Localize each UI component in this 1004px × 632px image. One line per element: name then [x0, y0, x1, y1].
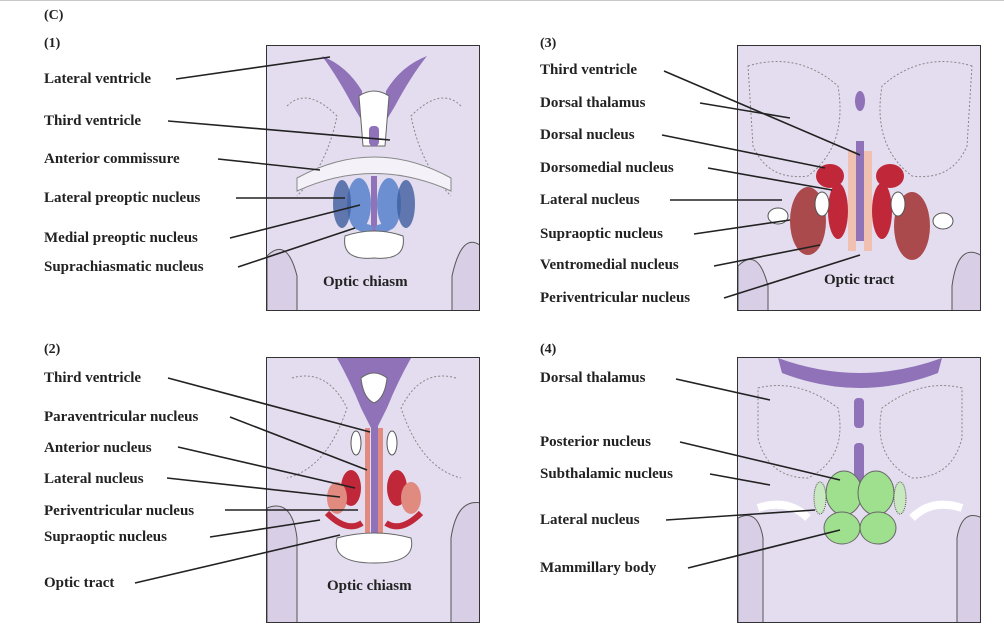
- p3-dorsomedial-label: Dorsomedial nucleus: [540, 160, 674, 176]
- panel-2-diagram: Optic chiasm: [266, 357, 480, 623]
- panel-3-id: (3): [540, 36, 557, 51]
- p4-dorsal-thalamus-label: Dorsal thalamus: [540, 370, 646, 386]
- panel-3-optic-tract-label: Optic tract: [824, 272, 895, 288]
- panel-1-id: (1): [44, 36, 61, 51]
- p3-ventromedial-label: Ventromedial nucleus: [540, 257, 679, 273]
- panel-2-optic-chiasm-label: Optic chiasm: [327, 578, 412, 594]
- panel-4-id: (4): [540, 342, 557, 357]
- p2-paraventricular-label: Paraventricular nucleus: [44, 409, 199, 425]
- p3-dorsal-nucleus-label: Dorsal nucleus: [540, 127, 635, 143]
- p1-third-ventricle-label: Third ventricle: [44, 113, 142, 129]
- panel-1-diagram: Optic chiasm: [266, 45, 480, 311]
- panel-1-optic-chiasm-label: Optic chiasm: [323, 274, 408, 290]
- p2-supraoptic-label: Supraoptic nucleus: [44, 529, 167, 545]
- p1-medial-preoptic-label: Medial preoptic nucleus: [44, 230, 198, 246]
- panel-1-anatomy: [267, 56, 479, 310]
- p2-anterior-nucleus-label: Anterior nucleus: [44, 440, 152, 456]
- p2-periventricular-label: Periventricular nucleus: [44, 503, 195, 519]
- p3-lateral-nucleus-label: Lateral nucleus: [540, 192, 640, 208]
- panel-4-diagram: [737, 357, 981, 623]
- p3-dorsal-thalamus-label: Dorsal thalamus: [540, 95, 646, 111]
- p2-lateral-nucleus-label: Lateral nucleus: [44, 471, 144, 487]
- panel-2-id: (2): [44, 342, 61, 357]
- p1-lateral-preoptic-label: Lateral preoptic nucleus: [44, 190, 201, 206]
- p4-posterior-nucleus-label: Posterior nucleus: [540, 434, 651, 450]
- p3-third-ventricle-label: Third ventricle: [540, 62, 638, 78]
- p1-lateral-ventricle-label: Lateral ventricle: [44, 71, 152, 87]
- panel-3-diagram: Optic tract: [737, 45, 981, 311]
- p1-anterior-commissure-label: Anterior commissure: [44, 151, 180, 167]
- panel-4-anatomy: [738, 358, 980, 622]
- top-border: [0, 0, 1004, 1]
- p1-suprachiasmatic-label: Suprachiasmatic nucleus: [44, 259, 204, 275]
- p3-periventricular-label: Periventricular nucleus: [540, 290, 691, 306]
- p3-supraoptic-label: Supraoptic nucleus: [540, 226, 663, 242]
- p2-third-ventricle-label: Third ventricle: [44, 370, 142, 386]
- p2-optic-tract-label: Optic tract: [44, 575, 115, 591]
- p4-subthalamic-label: Subthalamic nucleus: [540, 466, 673, 482]
- figure-label: (C): [44, 8, 64, 23]
- p4-mammillary-body-label: Mammillary body: [540, 560, 657, 576]
- p4-lateral-nucleus-label: Lateral nucleus: [540, 512, 640, 528]
